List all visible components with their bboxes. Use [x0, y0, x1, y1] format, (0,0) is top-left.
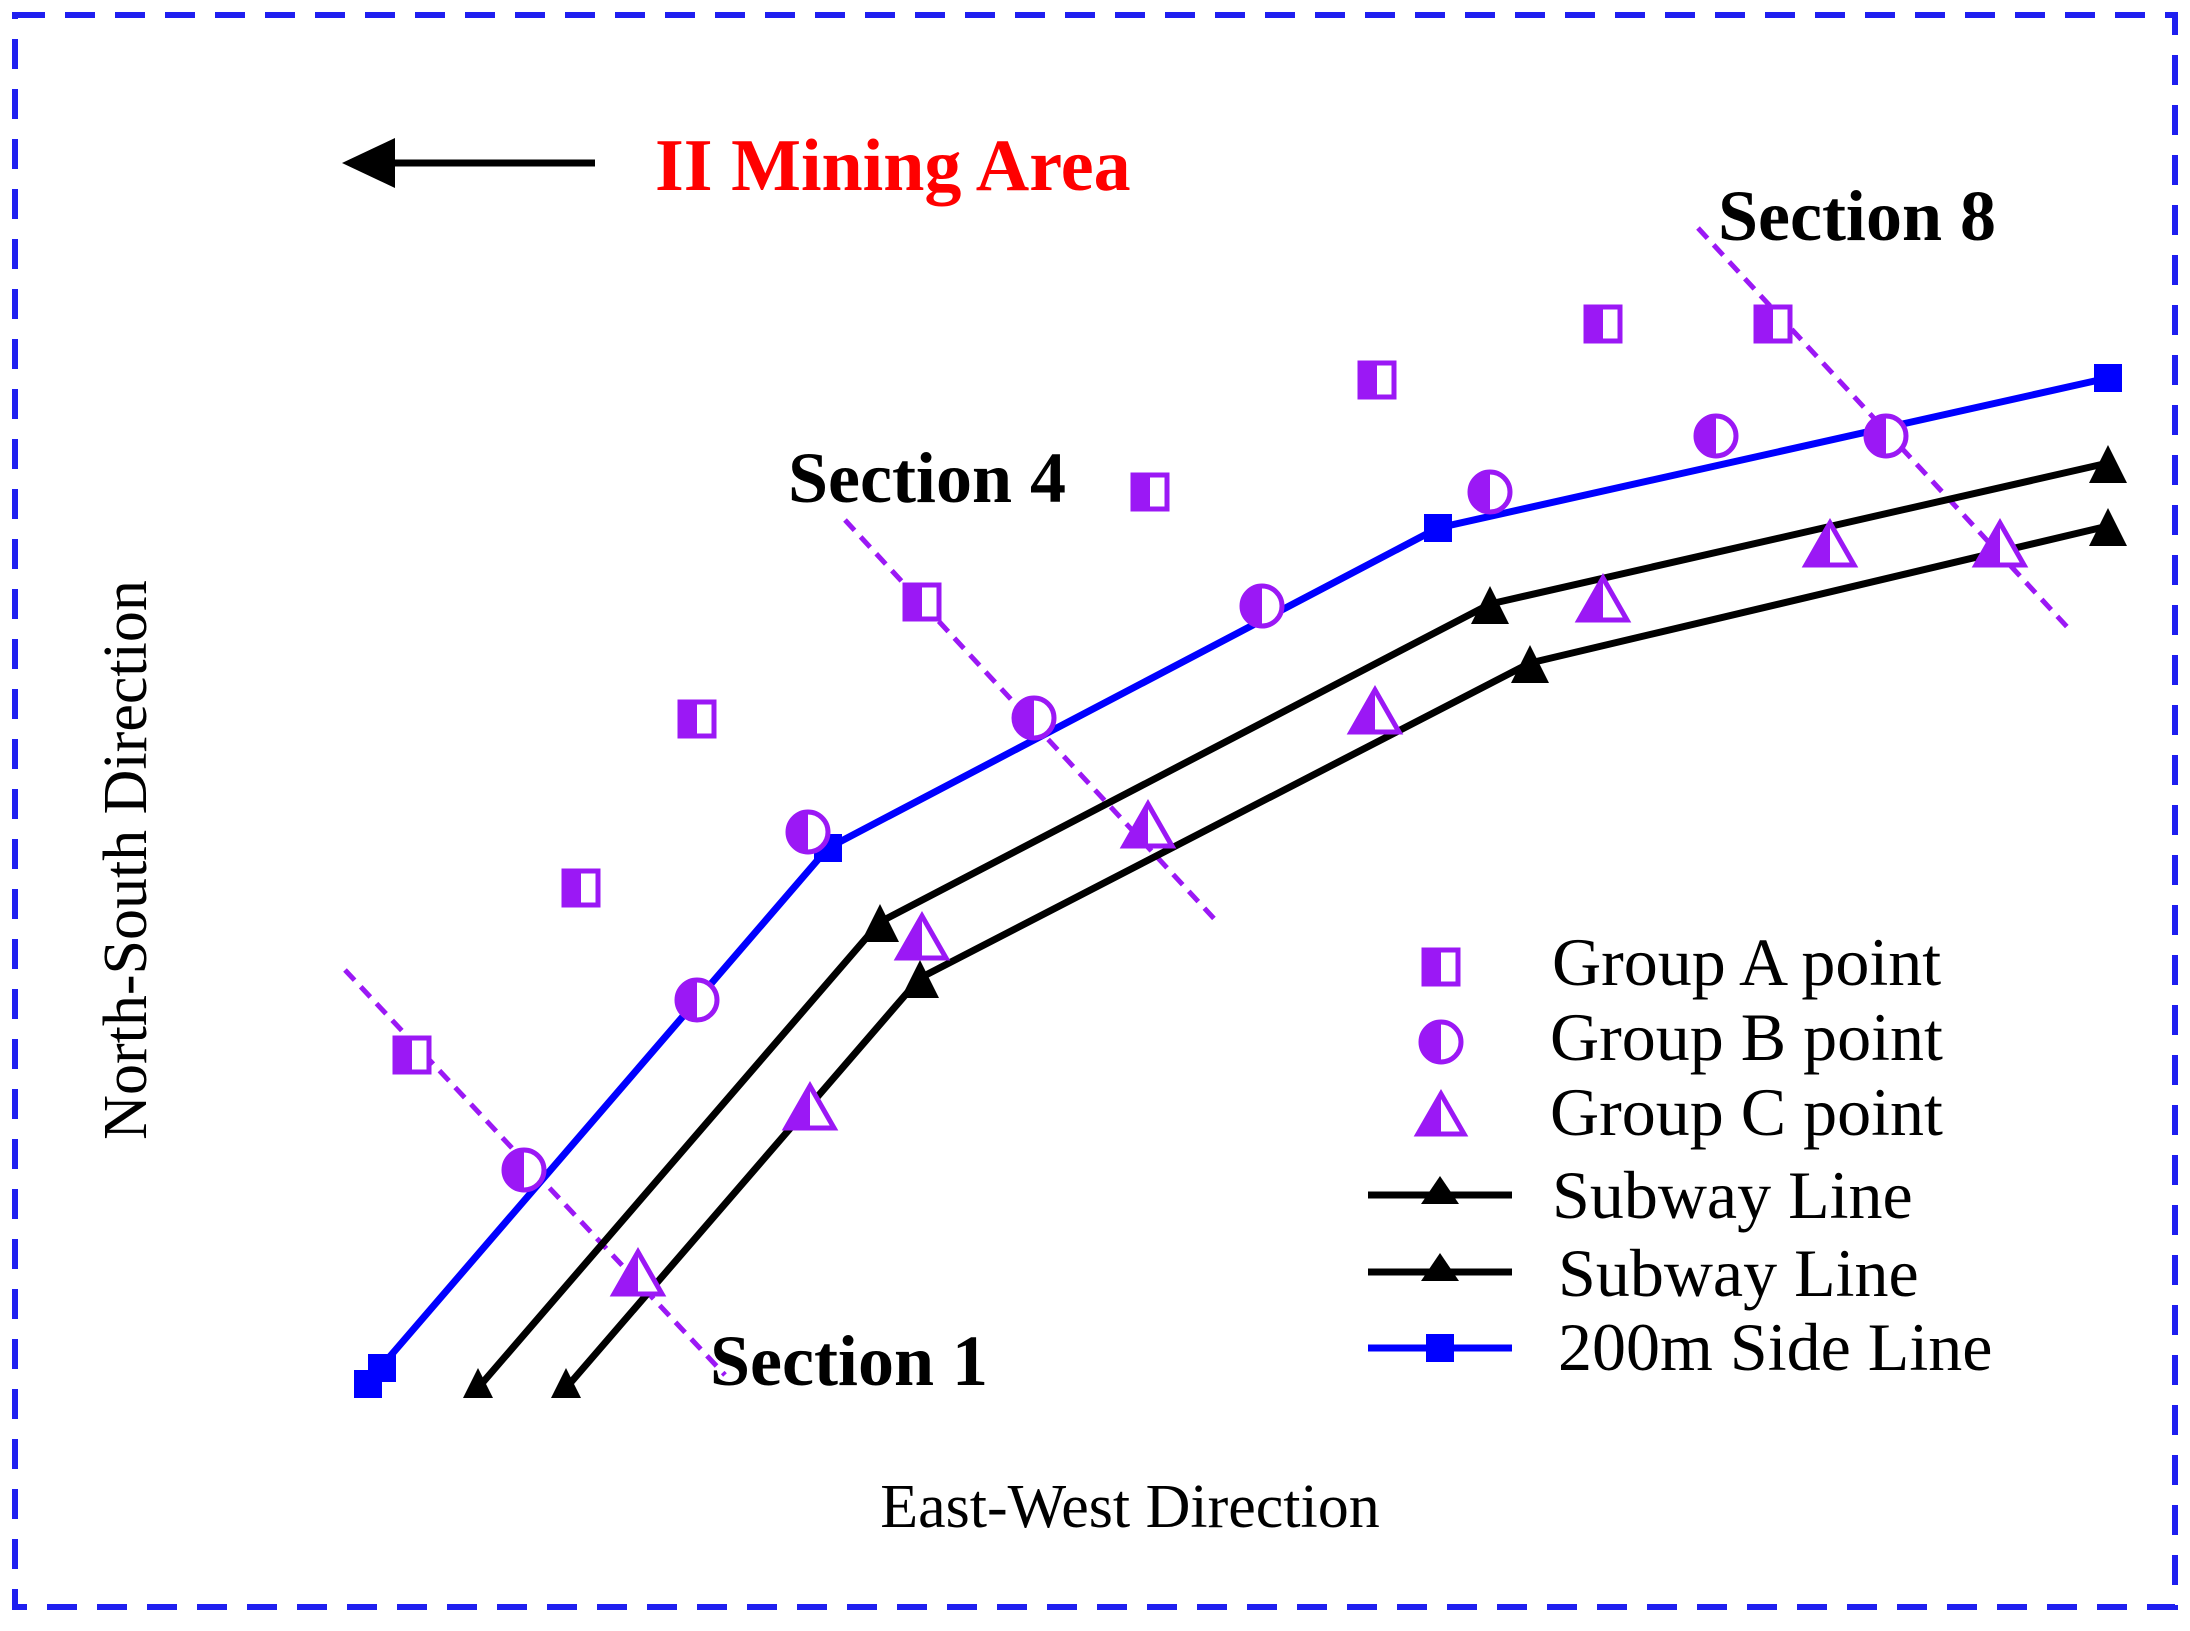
group-c-marker — [1801, 517, 1859, 568]
group-c-marker — [1119, 798, 1177, 849]
legend-subway-2-label: Subway Line — [1558, 1235, 1919, 1311]
group-b-marker — [1239, 583, 1285, 629]
group-a-marker — [677, 699, 717, 739]
x-axis-label: East-West Direction — [880, 1473, 1379, 1541]
group-c-marker — [893, 910, 951, 961]
group-a-marker — [1357, 360, 1397, 400]
group-b-marker — [1467, 469, 1513, 515]
group-a-marker — [1753, 304, 1793, 344]
group-a-marker — [561, 868, 601, 908]
group-c-marker — [609, 1246, 667, 1297]
group-b-marker — [501, 1147, 547, 1193]
mining-area-arrow-icon — [342, 138, 595, 188]
group-b-marker — [1693, 413, 1739, 459]
mining-area-label: II Mining Area — [655, 125, 1131, 207]
legend-group-c-label: Group C point — [1550, 1074, 1943, 1150]
legend-group-c-icon — [1413, 1088, 1469, 1137]
legend-side-line-label: 200m Side Line — [1558, 1309, 1992, 1385]
group-c-marker — [1574, 572, 1632, 623]
legend-subway-1-icon — [1368, 1176, 1512, 1204]
group-a-marker — [902, 582, 942, 622]
legend-side-line-icon — [1368, 1334, 1512, 1362]
group-c-points — [609, 517, 2029, 1297]
y-axis-label: North-South Direction — [92, 580, 160, 1140]
legend: Group A point Group B point Group C poin… — [1368, 924, 1992, 1385]
group-a-marker — [1583, 304, 1623, 344]
group-a-marker — [392, 1035, 432, 1075]
group-b-marker — [785, 809, 831, 855]
legend-group-b-icon — [1418, 1019, 1464, 1065]
group-c-marker — [1971, 517, 2029, 568]
section-8-label: Section 8 — [1718, 176, 1996, 256]
subway-line-1 — [463, 445, 2127, 1398]
dashed-frame — [12, 12, 2178, 1610]
legend-subway-2-icon — [1368, 1253, 1512, 1281]
group-c-marker — [781, 1080, 839, 1131]
legend-group-a-icon — [1421, 947, 1461, 987]
group-a-points — [392, 304, 1793, 1075]
section-4-label: Section 4 — [788, 438, 1066, 518]
group-b-marker — [1863, 413, 1909, 459]
group-c-marker — [1346, 684, 1404, 735]
group-a-marker — [1130, 472, 1170, 512]
group-b-marker — [674, 977, 720, 1023]
legend-subway-1-label: Subway Line — [1552, 1157, 1913, 1233]
group-b-marker — [1011, 695, 1057, 741]
legend-group-a-label: Group A point — [1552, 924, 1941, 1000]
section-1-label: Section 1 — [710, 1321, 988, 1401]
subway-line-2 — [551, 508, 2127, 1398]
group-b-points — [501, 413, 1909, 1193]
legend-group-b-label: Group B point — [1550, 999, 1943, 1075]
